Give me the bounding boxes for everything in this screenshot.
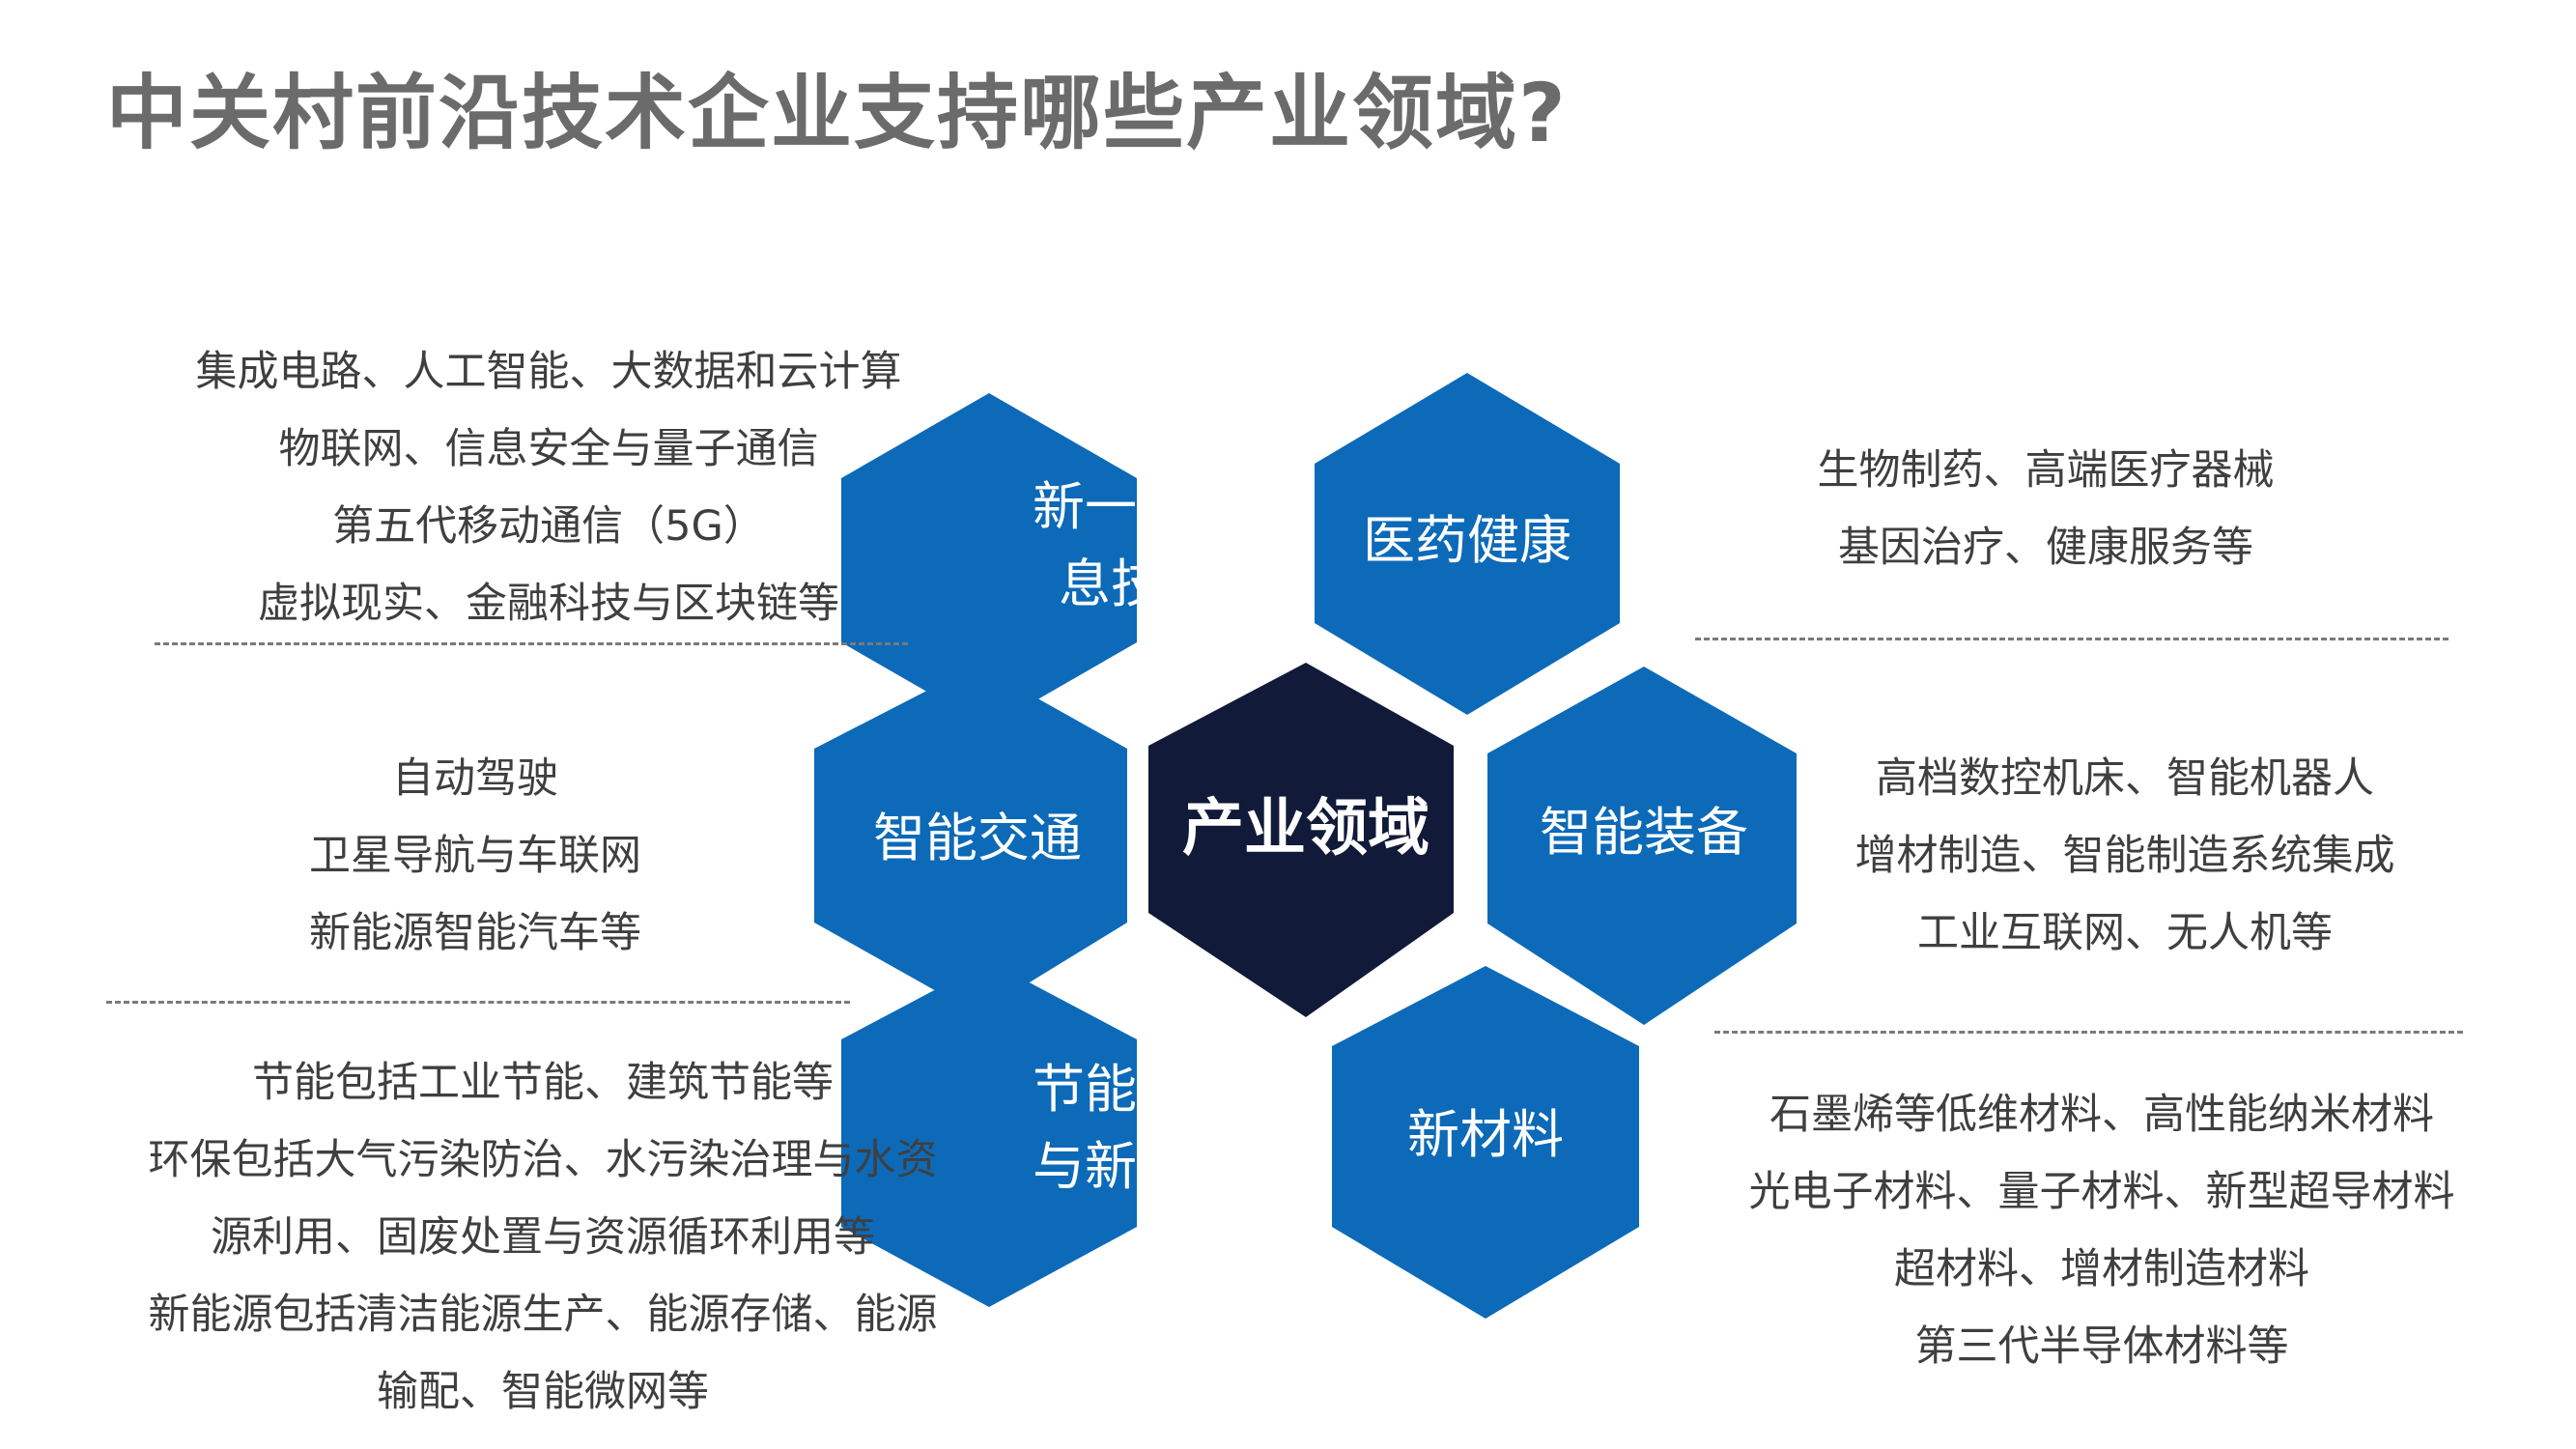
desc-line: 物联网、信息安全与量子通信 [278, 425, 819, 473]
hex-label-transport: 智能交通 [873, 808, 1082, 868]
divider-it [155, 642, 908, 645]
desc-line: 超材料、增材制造材料 [1894, 1245, 2309, 1293]
hex-center [1148, 663, 1454, 1017]
desc-line: 生物制药、高端医疗器械 [1817, 446, 2275, 495]
desc-line: 集成电路、人工智能、大数据和云计算 [195, 348, 902, 396]
hex-health [1315, 373, 1620, 715]
hex-label-health: 医药健康 [1363, 510, 1571, 571]
desc-line: 新能源包括清洁能源生产、能源存储、能源 [148, 1291, 938, 1339]
desc-line: 工业互联网、无人机等 [1917, 909, 2333, 957]
hex-label-center: 产业领域 [1182, 793, 1430, 865]
desc-materials: 石墨烯等低维材料、高性能纳米材料 光电子材料、量子材料、新型超导材料 超材料、增… [1749, 1076, 2455, 1385]
desc-line: 新能源智能汽车等 [309, 909, 641, 957]
desc-line: 石墨烯等低维材料、高性能纳米材料 [1769, 1091, 2434, 1139]
hex-energy [841, 961, 1137, 1307]
hex-it [841, 393, 1137, 727]
desc-line: 节能包括工业节能、建筑节能等 [252, 1059, 834, 1107]
hex-label-equipment: 智能装备 [1540, 802, 1748, 863]
desc-line: 高档数控机床、智能机器人 [1876, 754, 2374, 803]
hex-label-it: 新一代信息技术 [1033, 476, 1241, 614]
divider-health [1695, 638, 2449, 640]
desc-it: 集成电路、人工智能、大数据和云计算 物联网、信息安全与量子通信 第五代移动通信（… [196, 333, 902, 642]
desc-line: 增材制造、智能制造系统集成 [1854, 832, 2395, 880]
desc-line: 虚拟现实、金融科技与区块链等 [258, 580, 839, 628]
desc-equipment: 高档数控机床、智能机器人 增材制造、智能制造系统集成 工业互联网、无人机等 [1855, 740, 2395, 972]
hex-materials [1332, 966, 1639, 1319]
desc-line: 源利用、固废处置与资源循环利用等 [211, 1213, 875, 1262]
desc-line: 自动驾驶 [392, 754, 558, 803]
divider-equipment [1714, 1031, 2463, 1034]
desc-line: 输配、智能微网等 [377, 1368, 709, 1416]
desc-transport: 自动驾驶 卫星导航与车联网 新能源智能汽车等 [309, 740, 641, 972]
hex-label-energy: 节能环保与新能源 [1033, 1059, 1241, 1197]
desc-line: 第五代移动通信（5G） [332, 502, 765, 551]
desc-line: 第三代半导体材料等 [1914, 1322, 2289, 1371]
hex-equipment [1487, 667, 1797, 1025]
desc-line: 光电子材料、量子材料、新型超导材料 [1748, 1168, 2455, 1216]
divider-transport [106, 1001, 850, 1004]
desc-line: 基因治疗、健康服务等 [1838, 524, 2253, 572]
desc-energy: 节能包括工业节能、建筑节能等 环保包括大气污染防治、水污染治理与水资 源利用、固… [149, 1044, 938, 1431]
page-title: 中关村前沿技术企业支持哪些产业领域? [106, 66, 1568, 160]
hex-label-materials: 新材料 [1407, 1104, 1564, 1165]
desc-line: 环保包括大气污染防治、水污染治理与水资 [148, 1136, 938, 1184]
desc-health: 生物制药、高端医疗器械 基因治疗、健康服务等 [1818, 432, 2275, 586]
hex-transport [814, 665, 1127, 1014]
desc-line: 卫星导航与车联网 [309, 832, 641, 880]
